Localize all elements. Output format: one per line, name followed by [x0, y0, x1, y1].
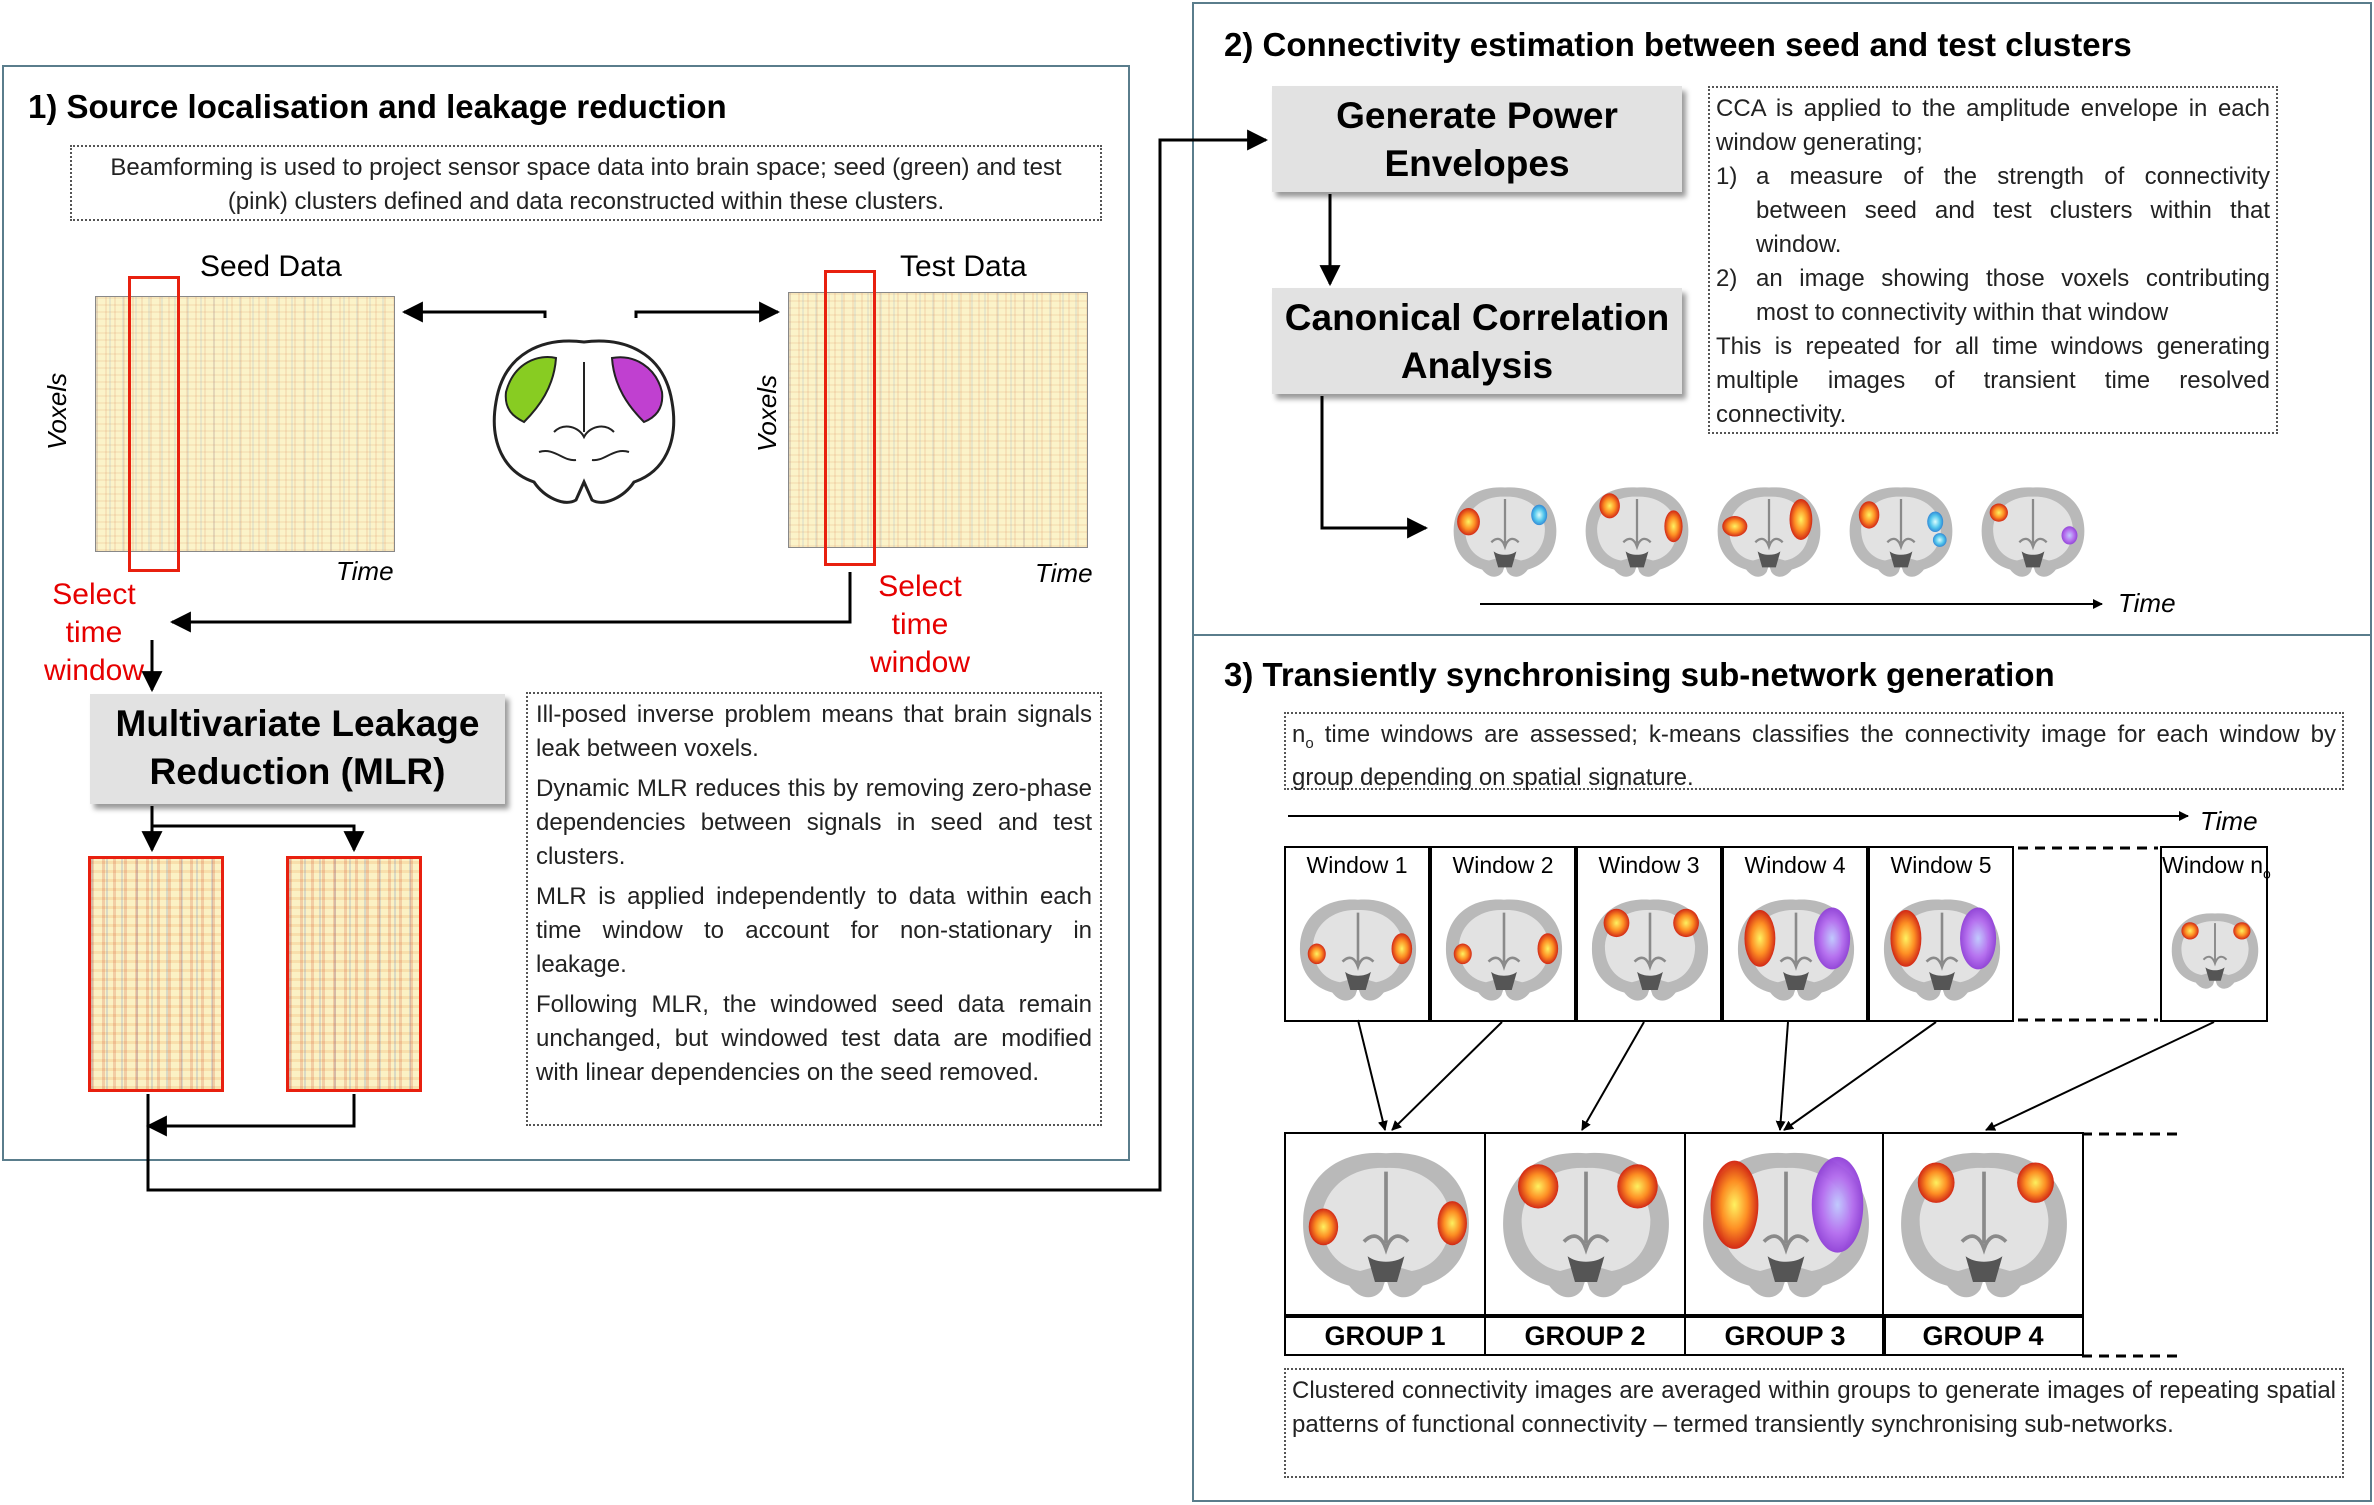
group-3-label: GROUP 3	[1684, 1316, 1886, 1356]
mlr-seed-output	[88, 856, 224, 1092]
cca-brain-image	[1712, 480, 1826, 584]
seed-time-label: Time	[336, 556, 394, 586]
panel1-intro-text: Beamforming is used to project sensor sp…	[110, 154, 1062, 215]
window-label: Window 2	[1452, 852, 1554, 878]
group-4-image	[1882, 1132, 2084, 1316]
test-time-window-selection	[824, 270, 876, 566]
mlr-box: Multivariate Leakage Reduction (MLR)	[90, 694, 505, 804]
group-2-label: GROUP 2	[1484, 1316, 1686, 1356]
window-label: Window 3	[1598, 852, 1700, 878]
test-data-label: Test Data	[900, 250, 1027, 283]
cca-item-2-text: an image showing those voxels contributi…	[1756, 265, 2270, 326]
window-last-label: Window no	[2162, 852, 2271, 882]
cca-box: Canonical Correlation Analysis	[1272, 288, 1682, 394]
test-data-heatmap	[788, 292, 1088, 548]
mlr-text-4: Following MLR, the windowed seed data re…	[536, 991, 1092, 1086]
panel-source-localisation	[2, 65, 1130, 1161]
cca-brain-image	[1844, 480, 1958, 584]
cca-item-1-text: a measure of the strength of connectivit…	[1756, 163, 2270, 258]
group-brain-image	[1303, 1152, 1469, 1298]
mlr-text-1: Ill-posed inverse problem means that bra…	[536, 701, 1092, 762]
window-label: Window 4	[1744, 852, 1846, 878]
brain-connectivity-image	[1453, 487, 1557, 577]
group-3-image	[1684, 1132, 1886, 1316]
seed-cluster-shape	[504, 356, 558, 424]
window-brain-image	[1445, 899, 1563, 1001]
group-2-image	[1484, 1132, 1686, 1316]
window-brain-image	[1591, 899, 1709, 1001]
panel2-time-label: Time	[2118, 588, 2176, 618]
cca-intro: CCA is applied to the amplitude envelope…	[1716, 95, 2270, 156]
coronal-brain-outline	[492, 339, 676, 504]
panel3-intro-text: time windows are assessed; k-means class…	[1292, 721, 2336, 791]
window-2: Window 2	[1430, 846, 1576, 1022]
window-label: Window 1	[1306, 852, 1408, 878]
window-5: Window 5	[1868, 846, 2014, 1022]
cca-item-2: 2) an image showing those voxels contrib…	[1716, 262, 2270, 330]
panel1-title: 1) Source localisation and leakage reduc…	[28, 88, 727, 125]
panel3-time-label: Time	[2200, 806, 2258, 836]
window-1: Window 1	[1284, 846, 1430, 1022]
panel3-intro-n: n	[1292, 721, 1306, 748]
panel3-intro-sub: o	[1305, 734, 1314, 752]
brain-connectivity-image	[1849, 487, 1953, 577]
mlr-box-label: Multivariate Leakage Reduction (MLR)	[115, 703, 480, 792]
group-brain-image	[1901, 1152, 2067, 1298]
group-1-image	[1284, 1132, 1486, 1316]
window-brain-image	[2171, 913, 2259, 989]
brain-connectivity-image	[1981, 487, 2085, 577]
panel-subnetwork-generation	[1192, 634, 2372, 1502]
group-4-label: GROUP 4	[1882, 1316, 2084, 1356]
power-envelopes-box: Generate Power Envelopes	[1272, 86, 1682, 192]
window-brain-image	[1737, 899, 1855, 1001]
cca-label: Canonical Correlation Analysis	[1284, 297, 1670, 386]
mlr-text-2: Dynamic MLR reduces this by removing zer…	[536, 775, 1092, 870]
cca-explanation: CCA is applied to the amplitude envelope…	[1708, 86, 2278, 434]
test-cluster-shape	[610, 356, 664, 424]
panel3-outro: Clustered connectivity images are averag…	[1284, 1368, 2344, 1478]
brain-connectivity-image	[1585, 487, 1689, 577]
window-brain-image	[1299, 899, 1417, 1001]
cca-item-1: 1) a measure of the strength of connecti…	[1716, 160, 2270, 262]
panel3-title: 3) Transiently synchronising sub-network…	[1224, 656, 2055, 693]
cca-brain-image	[1976, 480, 2090, 584]
seed-time-window-selection	[128, 276, 180, 572]
window-last: Window no	[2160, 846, 2271, 1022]
cca-brain-image	[1448, 480, 1562, 584]
window-last-prefix: Window n	[2162, 852, 2263, 878]
panel3-outro-text: Clustered connectivity images are averag…	[1292, 1377, 2336, 1438]
seed-select-time-window: Select time window	[43, 578, 145, 687]
test-time-label: Time	[1035, 558, 1093, 588]
cca-item-2-num: 2)	[1716, 265, 1738, 292]
mlr-explanation: Ill-posed inverse problem means that bra…	[526, 692, 1102, 1126]
cca-item-1-num: 1)	[1716, 163, 1738, 190]
group-brain-image	[1503, 1152, 1669, 1298]
panel3-intro-paragraph: no time windows are assessed; k-means cl…	[1292, 718, 2336, 795]
mlr-test-output	[286, 856, 422, 1092]
window-label: Window 5	[1890, 852, 1992, 878]
seed-data-label: Seed Data	[200, 250, 342, 283]
power-envelopes-label: Generate Power Envelopes	[1336, 95, 1618, 184]
test-select-time-window: Select time window	[869, 570, 971, 679]
panel1-intro: Beamforming is used to project sensor sp…	[70, 145, 1102, 221]
window-4: Window 4	[1722, 846, 1868, 1022]
cca-outro: This is repeated for all time windows ge…	[1716, 333, 2270, 428]
mlr-text-3: MLR is applied independently to data wit…	[536, 883, 1092, 978]
panel3-intro: no time windows are assessed; k-means cl…	[1284, 712, 2344, 791]
window-brain-image	[1883, 899, 2001, 1001]
brain-connectivity-image	[1717, 487, 1821, 577]
cca-brain-image	[1580, 480, 1694, 584]
seed-data-heatmap	[95, 296, 395, 552]
panel2-title: 2) Connectivity estimation between seed …	[1224, 26, 2132, 63]
group-brain-image	[1703, 1152, 1869, 1298]
window-last-sub: o	[2262, 865, 2271, 882]
window-3: Window 3	[1576, 846, 1722, 1022]
